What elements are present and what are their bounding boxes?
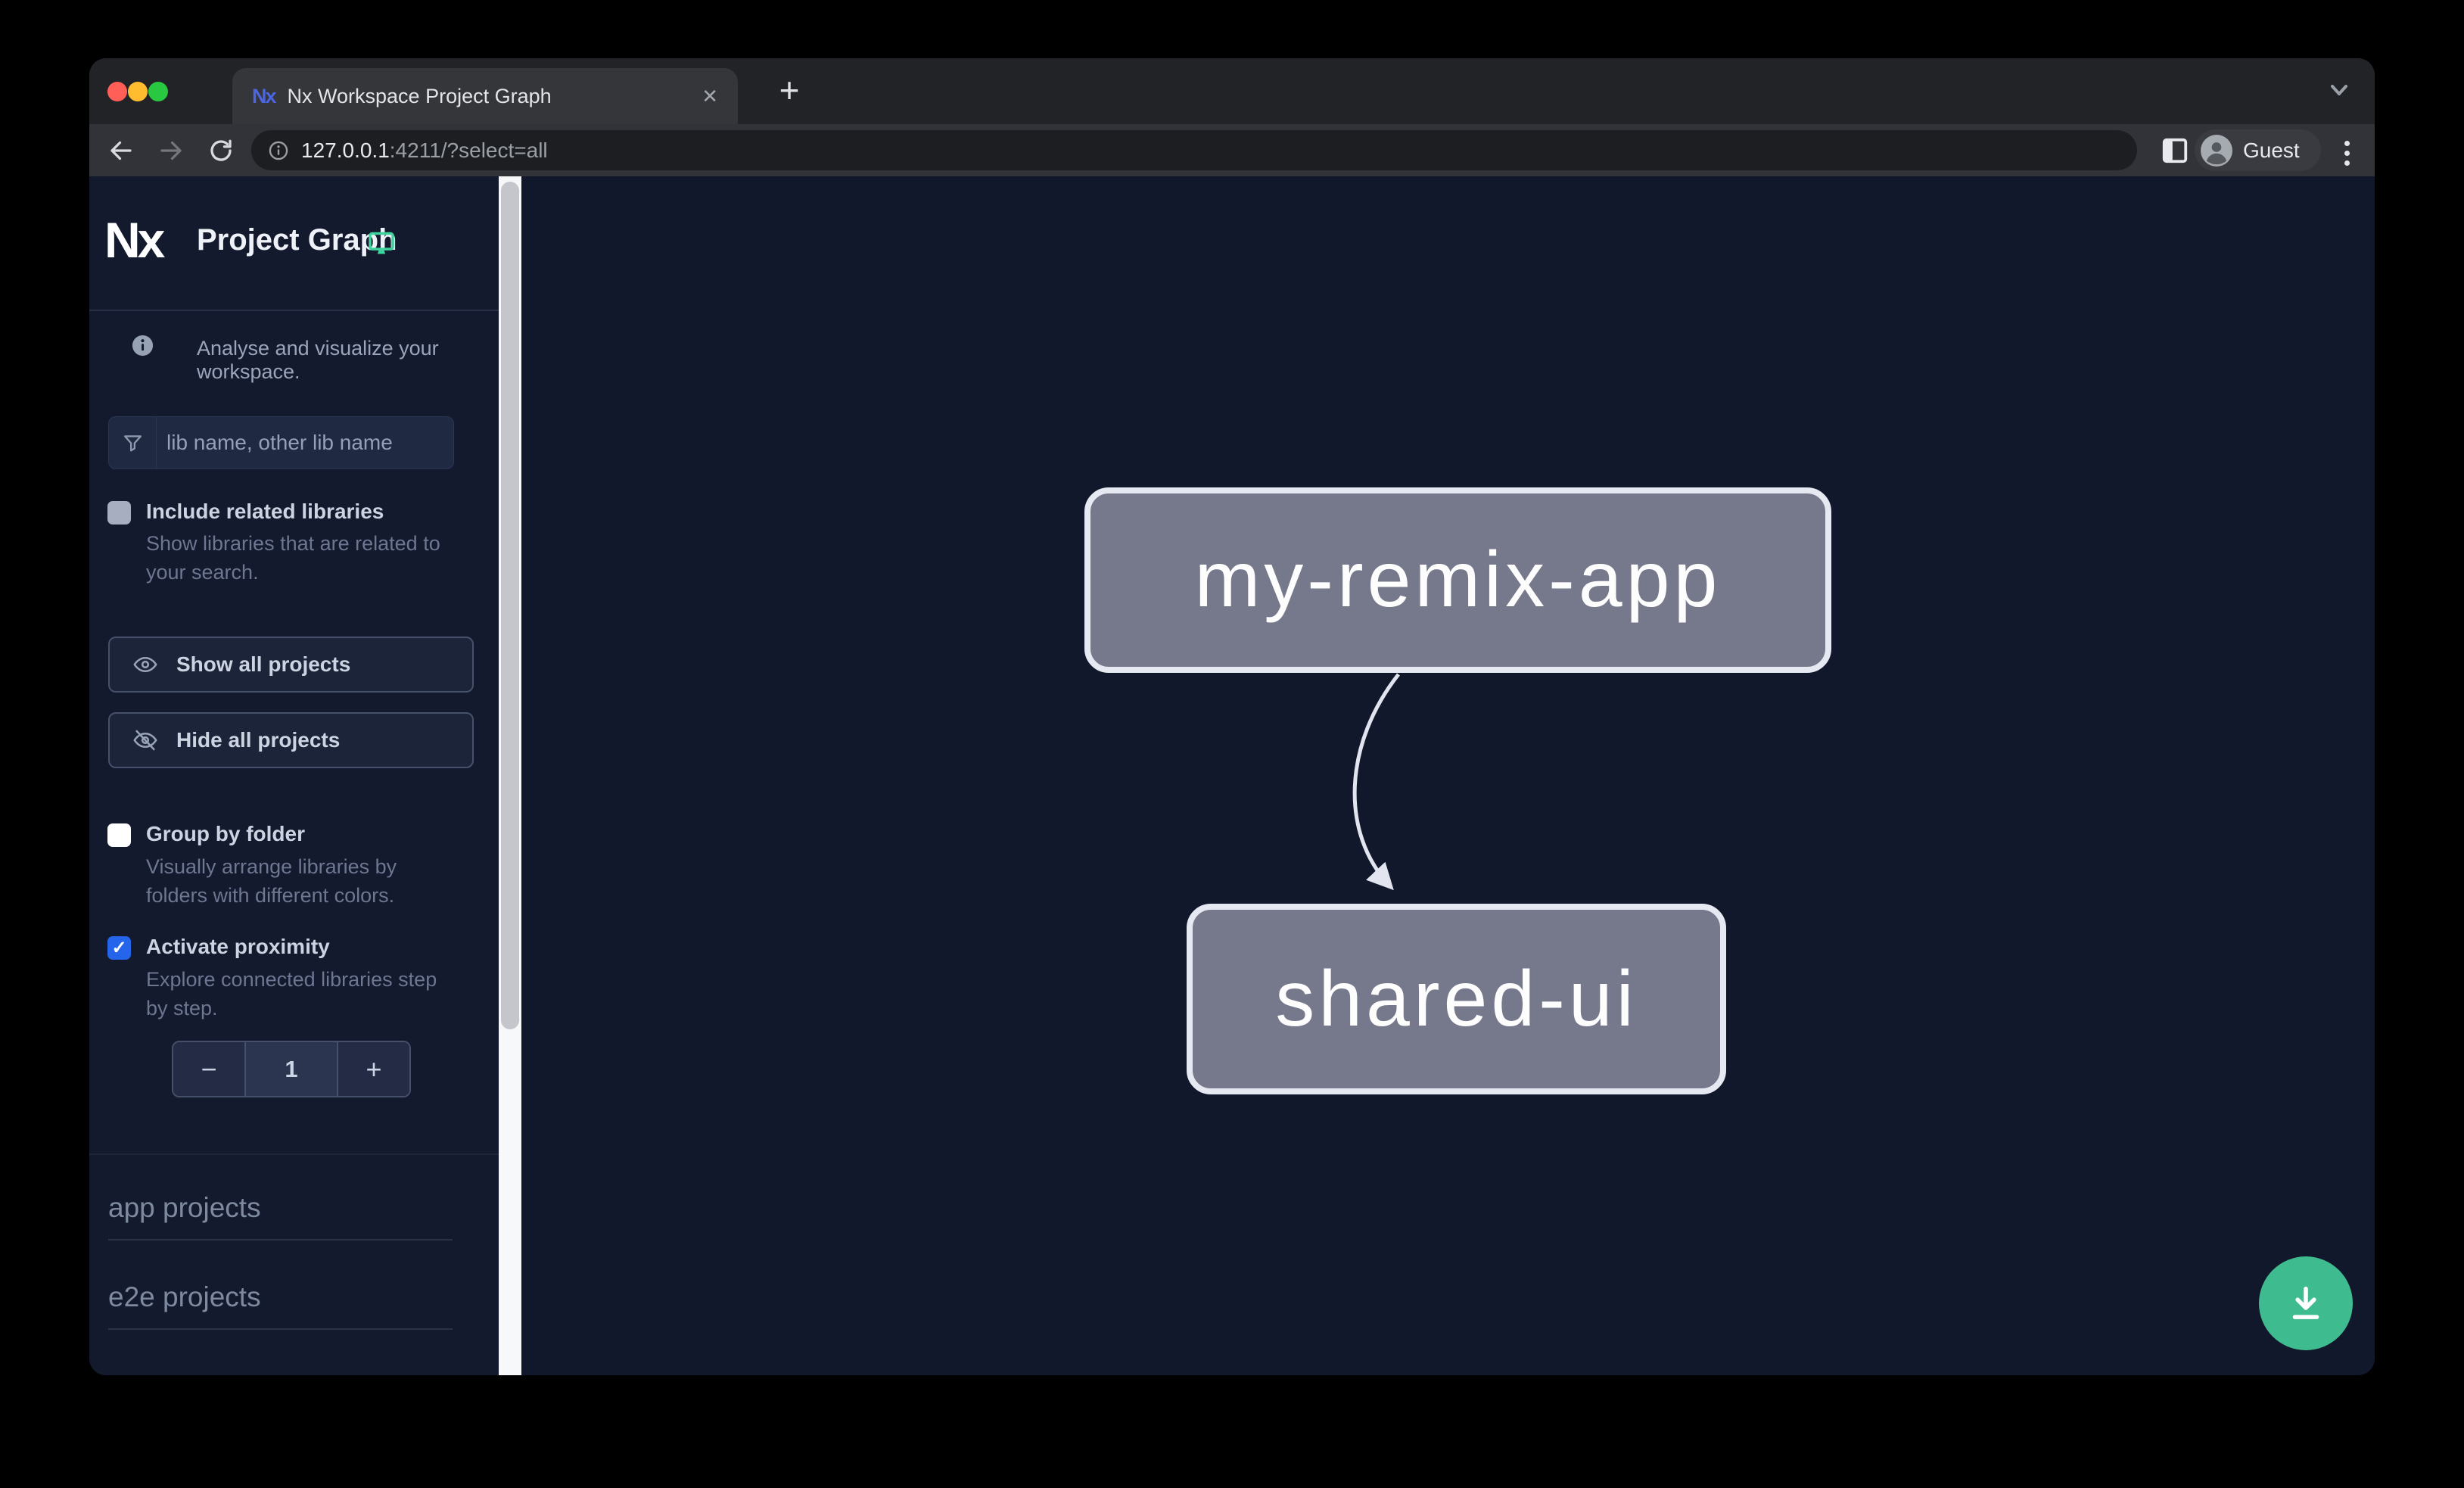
activate-proximity-label[interactable]: Activate proximity: [146, 935, 330, 958]
increment-button[interactable]: +: [338, 1042, 409, 1096]
back-button[interactable]: [107, 137, 135, 164]
browser-menu-icon[interactable]: [2344, 136, 2350, 170]
tagline: Analyse and visualize your workspace.: [197, 337, 439, 383]
group-by-folder-description: Visually arrange libraries by folders wi…: [146, 855, 397, 907]
address-bar[interactable]: 127.0.0.1:4211/?select=all: [251, 130, 2137, 170]
minimize-window-button[interactable]: [128, 82, 148, 101]
proximity-depth-value: 1: [244, 1042, 338, 1096]
close-window-button[interactable]: [107, 82, 127, 101]
url-path: :4211/?select=all: [389, 138, 548, 162]
include-related-checkbox[interactable]: [107, 501, 131, 525]
section-app-underline: [108, 1239, 453, 1241]
page-title: Project Graph: [197, 223, 397, 257]
section-e2e-underline: [108, 1328, 453, 1330]
sidebar: Nx Project Graph Analyse and visualize y…: [89, 176, 499, 1375]
check-icon: ✓: [111, 938, 127, 958]
filter-icon: [124, 435, 142, 452]
eye-off-icon: [133, 730, 157, 751]
url-text: 127.0.0.1:4211/?select=all: [301, 139, 548, 163]
zoom-window-button[interactable]: [148, 82, 168, 101]
side-panel-icon[interactable]: [2161, 136, 2189, 165]
profile-label: Guest: [2243, 138, 2300, 162]
include-related-label[interactable]: Include related libraries: [146, 500, 384, 523]
nx-logo: Nx: [104, 212, 165, 268]
eye-icon: [133, 656, 157, 673]
forward-button[interactable]: [157, 137, 185, 164]
download-graph-button[interactable]: [2259, 1256, 2353, 1350]
site-info-icon[interactable]: [268, 140, 289, 161]
close-tab-icon[interactable]: ✕: [702, 84, 718, 107]
project-graph-canvas[interactable]: my-remix-app shared-ui: [521, 176, 2375, 1375]
include-related-description: Show libraries that are related to your …: [146, 532, 440, 584]
activate-proximity-description: Explore connected libraries step by step…: [146, 968, 437, 1019]
search-input[interactable]: [166, 417, 446, 469]
section-divider: [89, 1153, 499, 1155]
browser-toolbar: 127.0.0.1:4211/?select=all Guest: [89, 124, 2375, 176]
browser-tab[interactable]: Nx Nx Workspace Project Graph ✕: [232, 68, 738, 124]
search-divider: [156, 417, 157, 469]
reload-button[interactable]: [207, 137, 235, 164]
search-box: [108, 416, 454, 469]
nx-favicon-icon: Nx: [252, 84, 276, 107]
avatar: [2201, 134, 2232, 167]
section-app-projects: app projects: [108, 1192, 261, 1223]
activate-proximity-checkbox[interactable]: ✓: [107, 936, 131, 960]
page-content: Nx Project Graph Analyse and visualize y…: [89, 176, 2375, 1375]
section-e2e-projects: e2e projects: [108, 1281, 261, 1312]
download-icon: [2292, 1286, 2319, 1319]
new-tab-button[interactable]: +: [779, 70, 800, 110]
sidebar-scrollbar-thumb[interactable]: [501, 182, 519, 1029]
theme-monitor-icon[interactable]: [367, 229, 396, 258]
browser-window: Nx Nx Workspace Project Graph ✕ + 127.0.…: [89, 58, 2375, 1375]
proximity-depth-stepper: − 1 +: [172, 1041, 411, 1097]
hide-all-projects-label: Hide all projects: [176, 728, 341, 752]
header-divider: [89, 310, 499, 311]
group-by-folder-label[interactable]: Group by folder: [146, 822, 305, 845]
tab-bar: Nx Nx Workspace Project Graph ✕ +: [89, 58, 2375, 124]
url-host: 127.0.0.1: [301, 138, 390, 162]
graph-node-my-remix-app[interactable]: my-remix-app: [1084, 487, 1831, 673]
profile-button[interactable]: Guest: [2195, 129, 2321, 171]
group-by-folder-checkbox[interactable]: [107, 823, 131, 847]
graph-node-shared-ui[interactable]: shared-ui: [1187, 904, 1726, 1094]
hide-all-projects-button[interactable]: Hide all projects: [108, 712, 474, 768]
show-all-projects-button[interactable]: Show all projects: [108, 637, 474, 693]
sidebar-scrollbar-track[interactable]: [499, 176, 521, 1375]
info-icon: [132, 335, 154, 356]
decrement-button[interactable]: −: [173, 1042, 244, 1096]
tab-title: Nx Workspace Project Graph: [287, 84, 552, 107]
show-all-projects-label: Show all projects: [176, 652, 351, 676]
dependency-edge: [1352, 673, 1400, 891]
chevron-down-icon[interactable]: [2326, 81, 2352, 99]
